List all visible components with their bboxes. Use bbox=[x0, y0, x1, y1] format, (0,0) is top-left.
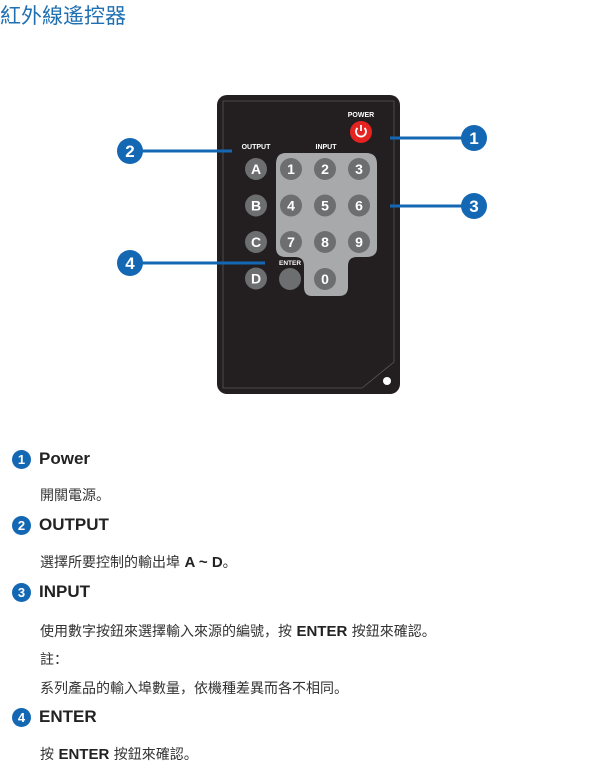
callout-badge: 1 bbox=[12, 449, 31, 469]
enter-description: 按 ENTER 按鈕來確認。 bbox=[40, 746, 198, 763]
output-button-c[interactable]: C bbox=[245, 231, 267, 253]
input-note: 系列產品的輸入埠數量，依機種差異而各不相同。 bbox=[40, 681, 348, 697]
callout-badge: 4 bbox=[12, 707, 31, 727]
input-button-0[interactable]: 0 bbox=[314, 268, 336, 290]
button-label: D bbox=[251, 271, 261, 287]
output-button-b[interactable]: B bbox=[245, 194, 267, 217]
callout-4: 4 bbox=[117, 250, 265, 276]
button-label: 4 bbox=[287, 198, 295, 214]
callout-badge: 3 bbox=[12, 582, 31, 602]
svg-text:2: 2 bbox=[125, 142, 134, 161]
output-label: OUTPUT bbox=[242, 144, 272, 151]
input-button-7[interactable]: 7 bbox=[280, 231, 302, 253]
button-label: C bbox=[251, 234, 261, 250]
button-label: 7 bbox=[287, 234, 295, 250]
input-button-6[interactable]: 6 bbox=[348, 194, 370, 217]
enter-button[interactable] bbox=[279, 268, 301, 290]
button-label: 6 bbox=[355, 198, 363, 214]
button-label: 0 bbox=[321, 271, 329, 287]
button-label: B bbox=[251, 198, 261, 214]
power-icon bbox=[355, 127, 367, 138]
ir-led bbox=[383, 377, 391, 385]
page-title: 紅外線遙控器 bbox=[0, 4, 126, 28]
svg-text:1: 1 bbox=[469, 129, 478, 148]
button-label: 2 bbox=[321, 161, 329, 177]
button-label: A bbox=[251, 161, 261, 177]
input-button-9[interactable]: 9 bbox=[348, 231, 370, 253]
remote-inner-border bbox=[222, 100, 395, 389]
power-button[interactable] bbox=[350, 121, 372, 143]
input-label: INPUT bbox=[316, 144, 338, 151]
power-label: POWER bbox=[348, 112, 374, 119]
callout-2: 2 bbox=[117, 138, 232, 164]
input-button-5[interactable]: 5 bbox=[314, 194, 336, 217]
output-button-d[interactable]: D bbox=[245, 267, 267, 290]
input-button-3[interactable]: 3 bbox=[348, 158, 370, 180]
svg-text:4: 4 bbox=[125, 254, 135, 273]
button-label: 5 bbox=[321, 198, 329, 214]
input-button-2[interactable]: 2 bbox=[314, 158, 336, 180]
callout-1: 1 bbox=[390, 125, 487, 151]
callout-3: 3 bbox=[390, 193, 487, 219]
button-label: 9 bbox=[355, 234, 363, 250]
output-button-a[interactable]: A bbox=[245, 158, 267, 180]
input-button-4[interactable]: 4 bbox=[280, 194, 302, 217]
button-label: 3 bbox=[355, 161, 363, 177]
input-description: 使用數字按鈕來選擇輸入來源的編號，按 ENTER 按鈕來確認。 bbox=[40, 623, 436, 640]
button-label: 8 bbox=[321, 234, 329, 250]
input-pad bbox=[276, 153, 377, 296]
enter-label: ENTER bbox=[279, 260, 301, 267]
input-button-8[interactable]: 8 bbox=[314, 231, 336, 253]
callout-badge: 2 bbox=[12, 515, 31, 535]
output-description: 選擇所要控制的輸出埠 A ~ D。 bbox=[40, 554, 237, 571]
svg-text:3: 3 bbox=[469, 197, 478, 216]
button-label: 1 bbox=[287, 161, 295, 177]
power-description: 開關電源。 bbox=[40, 488, 110, 504]
input-button-1[interactable]: 1 bbox=[280, 158, 302, 180]
input-note-label: 註： bbox=[40, 652, 68, 668]
